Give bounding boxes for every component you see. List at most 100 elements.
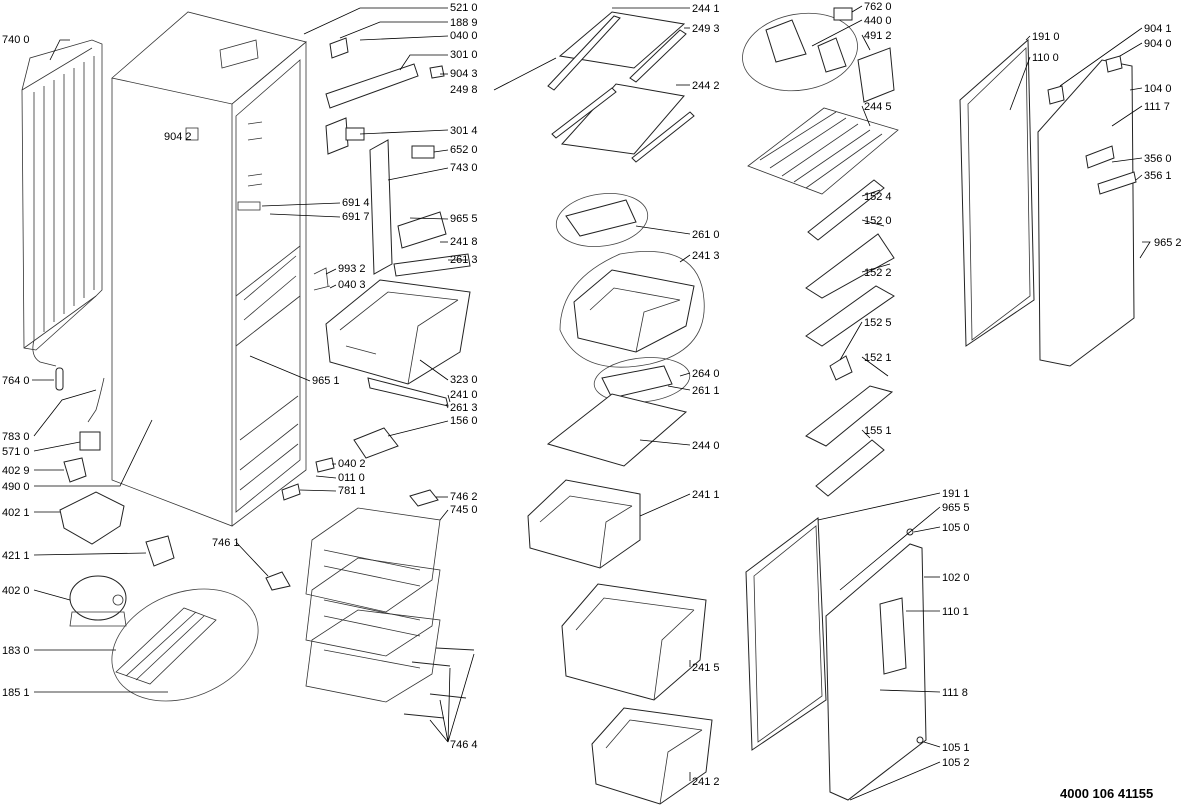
callout-440-0: 440 0 [864, 15, 892, 27]
bin-152-5 [829, 355, 853, 381]
drawer-rail-part [367, 377, 449, 407]
door-gasket-upper [959, 38, 1035, 347]
callout-965-5a: 965 5 [450, 213, 478, 225]
shelf-trim-part [547, 15, 621, 91]
callout-571-0: 571 0 [2, 446, 30, 458]
callout-152-5: 152 5 [864, 317, 892, 329]
shelf-trim-rear-part [629, 29, 687, 83]
drip-tray-part [59, 491, 125, 545]
callout-111-8: 111 8 [942, 687, 968, 699]
callout-261-1: 261 1 [692, 385, 720, 397]
callout-783-0: 783 0 [2, 431, 30, 443]
top-strip-part [325, 117, 349, 155]
callout-152-2: 152 2 [864, 267, 892, 279]
callout-152-4: 152 4 [864, 191, 892, 203]
callout-191-1: 191 1 [942, 488, 970, 500]
callout-261-3a: 261 3 [450, 254, 478, 266]
callout-261-3b: 261 3 [450, 402, 478, 414]
shelf-trim-rear-lower-part [631, 111, 695, 163]
clip-part [409, 489, 439, 507]
relay-part [79, 431, 101, 451]
glass-shelf-upper [558, 11, 686, 69]
callout-249-3: 249 3 [692, 23, 720, 35]
hinge-cap-right-part [1105, 55, 1123, 73]
callout-105-0: 105 0 [942, 522, 970, 534]
hinge-bottom-part [315, 457, 335, 473]
callout-323-0: 323 0 [450, 374, 478, 386]
wire-baskets-part [305, 507, 441, 703]
callout-691-4: 691 4 [342, 197, 370, 209]
hinge-cap-part [1047, 85, 1065, 105]
bin-152-4 [807, 179, 885, 241]
callout-183-0: 183 0 [2, 645, 30, 657]
screw-105-1 [916, 736, 924, 744]
callout-762-0: 762 0 [864, 1, 892, 13]
callout-745-0: 745 0 [450, 504, 478, 516]
callout-521-0: 521 0 [450, 2, 478, 14]
drawer-large-group [559, 250, 705, 368]
callout-152-0: 152 0 [864, 215, 892, 227]
callout-185-1: 185 1 [2, 687, 30, 699]
callout-261-0: 261 0 [692, 229, 720, 241]
rail-part [393, 253, 471, 277]
callout-421-1: 421 1 [2, 550, 30, 562]
callout-011-0: 011 0 [338, 472, 365, 484]
callout-402-1: 402 1 [2, 507, 30, 519]
shelf-trim-lower-part [551, 87, 617, 139]
callout-993-2: 993 2 [338, 263, 366, 275]
callout-191-0: 191 0 [1032, 31, 1060, 43]
callout-241-3: 241 3 [692, 250, 720, 262]
callout-904-0: 904 0 [1144, 38, 1172, 50]
air-duct-part [369, 139, 393, 275]
drawer-cover-group [555, 193, 649, 247]
callout-156-0: 156 0 [450, 415, 478, 427]
callout-356-0: 356 0 [1144, 153, 1172, 165]
callout-244-2: 244 2 [692, 80, 720, 92]
base-plate-part [111, 588, 259, 702]
callout-746-2: 746 2 [450, 491, 478, 503]
callout-490-0: 490 0 [2, 481, 30, 493]
ice-tray-part [353, 427, 399, 459]
callout-104-0: 104 0 [1144, 83, 1172, 95]
callout-152-1: 152 1 [864, 352, 892, 364]
filter-drier-part [55, 367, 64, 391]
callout-241-0: 241 0 [450, 389, 478, 401]
handle-lower-part [1097, 171, 1137, 195]
compressor-part [69, 575, 127, 627]
callout-241-5: 241 5 [692, 662, 720, 674]
callout-110-1: 110 1 [942, 606, 969, 618]
callout-301-0: 301 0 [450, 49, 478, 61]
callout-249-8: 249 8 [450, 84, 478, 96]
callout-402-9: 402 9 [2, 465, 30, 477]
callout-356-1: 356 1 [1144, 170, 1172, 182]
callout-111-7: 111 7 [1144, 101, 1170, 113]
condenser-part [21, 39, 103, 367]
cabinet-body [111, 11, 307, 527]
callout-155-1: 155 1 [864, 425, 892, 437]
callout-241-1: 241 1 [692, 489, 720, 501]
callout-764-0: 764 0 [2, 375, 30, 387]
callout-241-2: 241 2 [692, 776, 720, 788]
callout-102-0: 102 0 [942, 572, 970, 584]
callout-040-2: 040 2 [338, 458, 366, 470]
drawer-241-2 [591, 707, 713, 805]
control-board-part [145, 535, 175, 567]
callout-301-4: 301 4 [450, 125, 478, 137]
callout-743-0: 743 0 [450, 162, 478, 174]
callout-241-8: 241 8 [450, 236, 478, 248]
upper-door-part [1037, 59, 1135, 367]
callout-904-1: 904 1 [1144, 23, 1172, 35]
glass-panel-part [546, 393, 688, 467]
callout-105-1: 105 1 [942, 742, 970, 754]
bin-152-1 [805, 385, 894, 447]
top-cover-part [325, 63, 419, 109]
callout-652-0: 652 0 [450, 144, 478, 156]
lower-handle-part [879, 597, 907, 675]
small-box-part [397, 211, 447, 249]
callout-244-5: 244 5 [864, 101, 892, 113]
callout-904-2: 904 2 [164, 131, 192, 143]
fan-cover-part [833, 7, 853, 21]
document-number: 4000 106 41155 [1060, 786, 1153, 801]
hinge-top-part [329, 37, 349, 59]
